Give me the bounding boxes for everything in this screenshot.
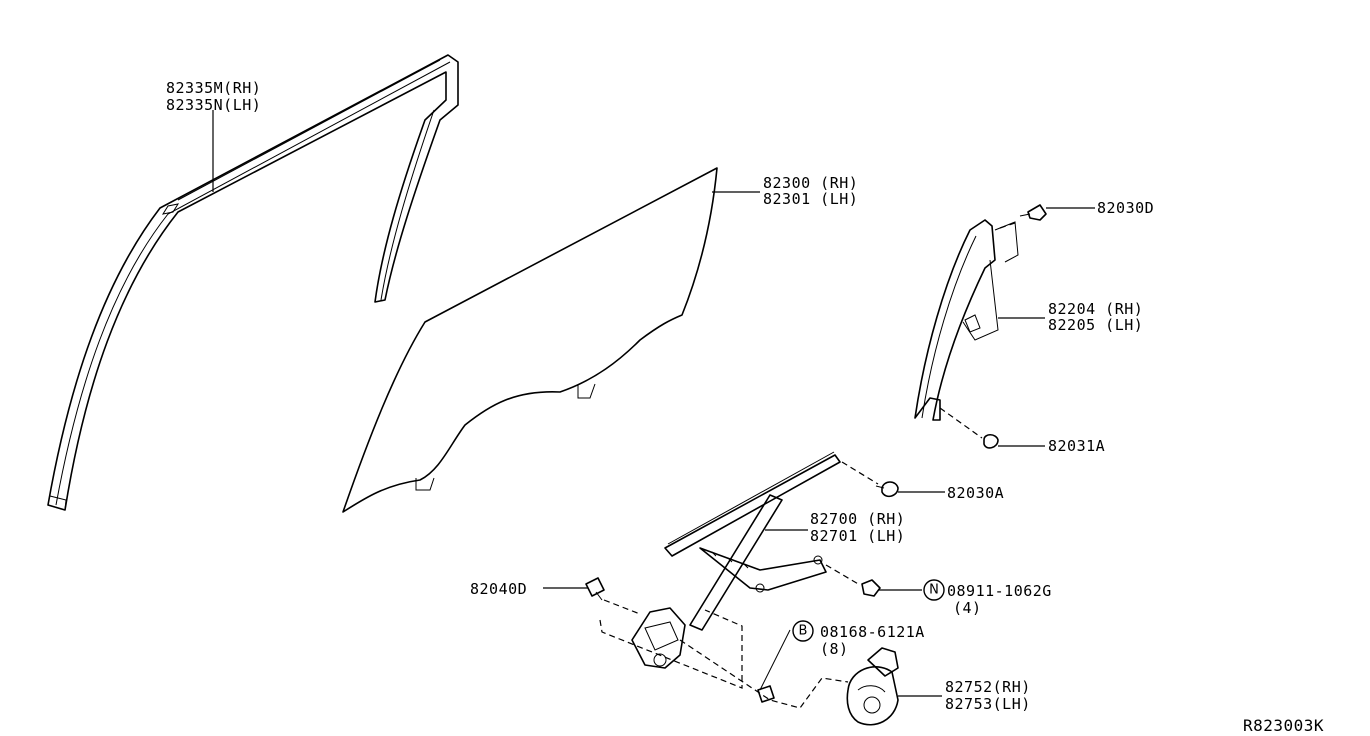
- glass-run-channel-part: [47, 54, 459, 511]
- label-08168-symbol: B: [799, 624, 808, 639]
- window-regulator-part: [631, 451, 841, 669]
- nut-08911-part: [825, 564, 881, 597]
- nut-symbol-circle: [923, 579, 945, 601]
- label-82204-lh: 82205 (LH): [1048, 316, 1143, 334]
- regulator-mount-dashes: [599, 609, 743, 689]
- bolt-82040d-part: [585, 577, 641, 615]
- label-82204-rh: 82204 (RH): [1048, 300, 1143, 318]
- clip-82030d-part: [999, 204, 1047, 229]
- reference-code: R823003K: [1243, 716, 1324, 735]
- label-82752-rh: 82752(RH): [945, 678, 1031, 696]
- door-glass-part: [342, 167, 718, 513]
- label-82335-rh: 82335M(RH): [166, 79, 261, 97]
- bolt-08168-part: [757, 629, 791, 703]
- label-08911-symbol: N: [929, 583, 939, 598]
- label-82300-rh: 82300 (RH): [763, 174, 858, 192]
- label-08168-qty: (8): [820, 640, 849, 658]
- label-82335-lh: 82335N(LH): [166, 96, 261, 114]
- label-82700-rh: 82700 (RH): [810, 510, 905, 528]
- label-82752-lh: 82753(LH): [945, 695, 1031, 713]
- label-08911-qty: (4): [953, 599, 982, 617]
- label-82030a: 82030A: [947, 484, 1004, 502]
- label-82300-lh: 82301 (LH): [763, 190, 858, 208]
- label-82040d: 82040D: [470, 580, 527, 598]
- label-82031a: 82031A: [1048, 437, 1105, 455]
- division-channel-part: [914, 219, 1019, 421]
- bolt-symbol-circle: [792, 620, 814, 642]
- motor-mount-dashes: [679, 639, 849, 709]
- label-08168-part: 08168-6121A: [820, 623, 925, 641]
- clip-82030a-part: [841, 461, 899, 498]
- label-82700-lh: 82701 (LH): [810, 527, 905, 545]
- label-08911-part: 08911-1062G: [947, 582, 1052, 600]
- clip-82031a-part: [939, 407, 999, 449]
- label-82030d: 82030D: [1097, 199, 1154, 217]
- regulator-motor-part: [846, 647, 899, 726]
